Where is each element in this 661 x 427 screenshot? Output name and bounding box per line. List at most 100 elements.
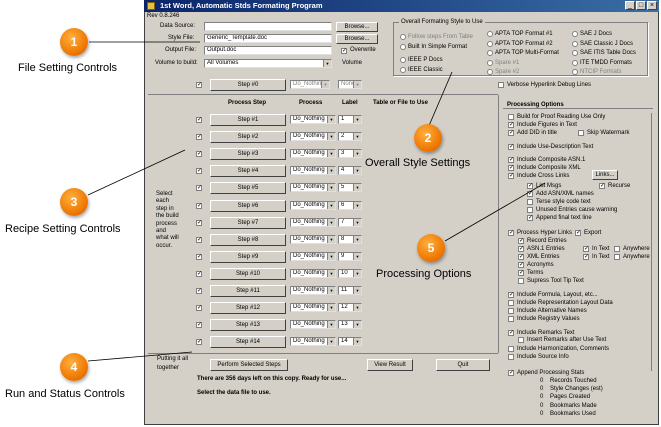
process-select[interactable]: Do_Nothing▼ [290,251,336,261]
processing-option-checkbox[interactable] [518,278,524,284]
processing-option-checkbox[interactable]: ✓ [508,370,515,376]
processing-option-checkbox[interactable]: ✓ [508,165,515,171]
step0-process-select[interactable]: Do_Nothing▼ [290,80,330,89]
processing-option-checkbox[interactable] [578,130,584,136]
processing-option-checkbox[interactable]: ✓ [518,238,525,244]
processing-option-checkbox[interactable]: ✓ [527,215,534,221]
processing-option-checkbox[interactable]: ✓ [599,183,606,189]
step-button[interactable]: Step #3 [210,148,286,161]
step-checkbox[interactable]: ✓ [196,270,203,277]
style-radio[interactable] [487,50,493,56]
data-source-field[interactable] [204,22,332,31]
label-select[interactable]: 5▼ [338,183,362,193]
step-checkbox[interactable]: ✓ [196,253,203,260]
processing-option-checkbox[interactable]: ✓ [575,230,582,236]
step0-label-select[interactable]: None▼ [338,80,362,89]
step-checkbox[interactable]: ✓ [196,168,203,175]
volume-select[interactable]: All Volumes▼ [204,59,332,68]
style-radio[interactable] [400,57,406,63]
process-select[interactable]: Do_Nothing▼ [290,303,336,313]
step-checkbox[interactable]: ✓ [196,322,203,329]
step-button[interactable]: Step #7 [210,216,286,229]
step-button[interactable]: Step #6 [210,199,286,212]
process-select[interactable]: Do_Nothing▼ [290,115,336,124]
process-select[interactable]: Do_Nothing▼ [290,286,336,295]
verbose-checkbox[interactable] [498,82,504,88]
processing-option-checkbox[interactable] [527,199,533,205]
processing-option-checkbox[interactable] [508,308,514,314]
label-select[interactable]: 14▼ [338,337,362,347]
processing-option-checkbox[interactable]: ✓ [518,270,525,276]
label-select[interactable]: 10▼ [338,268,362,278]
processing-option-checkbox[interactable]: ✓ [508,157,515,163]
label-select[interactable]: 4▼ [338,166,362,176]
label-select[interactable]: 13▼ [338,320,362,330]
style-radio[interactable] [487,31,493,37]
data-source-browse-button[interactable]: Browse... [336,22,378,32]
style-radio[interactable] [572,31,578,37]
processing-option-checkbox[interactable]: ✓ [508,130,515,136]
step-checkbox[interactable]: ✓ [196,236,203,243]
step-button[interactable]: Step #11 [210,285,286,297]
style-file-browse-button[interactable]: Browse... [336,34,378,44]
process-select[interactable]: Do_Nothing▼ [290,183,336,193]
label-select[interactable]: 3▼ [338,149,362,159]
label-select[interactable]: 12▼ [338,303,362,313]
processing-option-checkbox[interactable] [508,346,514,352]
processing-option-checkbox[interactable]: ✓ [508,230,515,236]
processing-option-checkbox[interactable] [508,316,514,322]
label-select[interactable]: 9▼ [338,251,362,261]
step-checkbox[interactable]: ✓ [196,185,203,192]
step-button[interactable]: Step #10 [210,267,286,280]
step-button[interactable]: Step #12 [210,302,286,315]
output-file-field[interactable]: Output.doc [204,46,332,55]
processing-option-checkbox[interactable]: ✓ [518,254,525,260]
label-select[interactable]: 1▼ [338,115,362,124]
step-checkbox[interactable]: ✓ [196,117,203,123]
overwrite-checkbox[interactable]: ✓ [341,48,348,54]
processing-option-checkbox[interactable]: ✓ [518,246,525,252]
step-button[interactable]: Step #5 [210,182,286,195]
processing-option-checkbox[interactable] [508,354,514,360]
style-radio[interactable] [572,41,578,47]
step-checkbox[interactable]: ✓ [196,134,203,141]
step-checkbox[interactable]: ✓ [196,288,203,294]
step-button[interactable]: Step #2 [210,131,286,144]
step-button[interactable]: Step #4 [210,165,286,178]
process-select[interactable]: Do_Nothing▼ [290,149,336,159]
label-select[interactable]: 7▼ [338,217,362,227]
view-result-button[interactable]: View Result [367,359,413,371]
processing-option-checkbox[interactable]: ✓ [583,246,590,252]
step-button[interactable]: Step #13 [210,319,286,332]
process-select[interactable]: Do_Nothing▼ [290,268,336,278]
step-checkbox[interactable]: ✓ [196,202,203,209]
step0-checkbox[interactable]: ✓ [196,82,203,88]
links-button[interactable]: Links... [592,170,618,180]
step-checkbox[interactable]: ✓ [196,151,203,158]
quit-button[interactable]: Quit [436,359,490,371]
processing-option-checkbox[interactable] [614,254,620,260]
title-bar[interactable] [144,0,659,12]
process-select[interactable]: Do_Nothing▼ [290,234,336,244]
maximize-button[interactable]: □ [636,1,646,10]
processing-option-checkbox[interactable]: ✓ [508,292,515,298]
processing-option-checkbox[interactable]: ✓ [583,254,590,260]
processing-option-checkbox[interactable] [508,300,514,306]
step-button[interactable]: Step #8 [210,233,286,246]
processing-option-checkbox[interactable]: ✓ [508,330,515,336]
style-radio[interactable] [400,44,406,50]
style-file-field[interactable]: Generic_Template.doc [204,34,332,43]
processing-option-checkbox[interactable] [614,246,620,252]
label-select[interactable]: 8▼ [338,234,362,244]
step-checkbox[interactable]: ✓ [196,339,203,346]
label-select[interactable]: 2▼ [338,132,362,142]
process-select[interactable]: Do_Nothing▼ [290,166,336,176]
step0-button[interactable]: Step #0 [210,79,286,91]
processing-option-checkbox[interactable] [518,337,524,343]
step-button[interactable]: Step #14 [210,336,286,349]
step-button[interactable]: Step #1 [210,114,286,126]
style-radio[interactable] [572,60,578,66]
step-button[interactable]: Step #9 [210,250,286,263]
processing-option-checkbox[interactable]: ✓ [508,144,515,150]
process-select[interactable]: Do_Nothing▼ [290,337,336,347]
